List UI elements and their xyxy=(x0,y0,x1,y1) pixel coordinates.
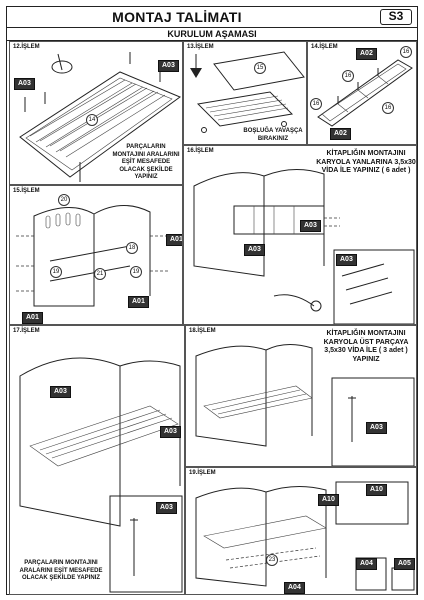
step-12-drawing xyxy=(19,52,182,182)
instruction-sheet: MONTAJ TALİMATI S3 KURULUM AŞAMASI 12.İŞ… xyxy=(6,6,418,595)
part-number: 16 xyxy=(310,98,322,110)
part-label-a01: A01 xyxy=(128,296,149,308)
step-13-panel: 13.İŞLEM 15 BOŞLUĞA YAVAŞÇA BIRAKINIZ xyxy=(183,41,307,145)
part-label-a10: A10 xyxy=(366,484,387,496)
part-number: 16 xyxy=(342,70,354,82)
header: MONTAJ TALİMATI S3 xyxy=(7,7,417,28)
step-18-caption: KİTAPLIĞIN MONTAJINI KARYOLA ÜST PARÇAYA… xyxy=(323,330,409,363)
part-label-a03: A03 xyxy=(244,244,265,256)
sheet-code: S3 xyxy=(380,9,412,25)
part-number: 15 xyxy=(254,62,266,74)
part-number: 20 xyxy=(58,194,70,206)
step-17-caption: PARÇALARIN MONTAJINI ARALARINI EŞİT MESA… xyxy=(19,560,103,581)
step-16-label: 16.İŞLEM xyxy=(187,148,214,154)
step-19-label: 19.İŞLEM xyxy=(189,470,216,476)
step-14-label: 14.İŞLEM xyxy=(311,44,338,50)
step-17-drawing xyxy=(19,357,183,593)
step-13-label: 13.İŞLEM xyxy=(187,44,214,50)
step-18-panel: 18.İŞLEM KİTAPLIĞIN MONTAJINI KARYOLA ÜS… xyxy=(185,325,417,467)
part-number: 18 xyxy=(126,242,138,254)
part-label-a01: A01 xyxy=(22,312,43,324)
step-15-panel: 15.İŞLEM 20 18 21 19 19 A01 A01 A01 xyxy=(9,185,183,325)
part-label-a03: A03 xyxy=(336,254,357,266)
part-number: 23 xyxy=(266,554,278,566)
page-title: MONTAJ TALİMATI xyxy=(112,9,242,25)
step-18-drawing xyxy=(195,344,415,466)
step-14-drawing xyxy=(317,59,413,127)
part-label-a03: A03 xyxy=(158,60,179,72)
step-16-drawing xyxy=(193,169,415,324)
step-14-panel: 14.İŞLEM A02 A02 16 16 16 16 xyxy=(307,41,417,145)
part-label-a03: A03 xyxy=(14,78,35,90)
part-number: 19 xyxy=(130,266,142,278)
part-label-a03: A03 xyxy=(300,220,321,232)
step-16-caption: KİTAPLIĞIN MONTAJINI KARYOLA YANLARINA 3… xyxy=(316,150,416,174)
step-12-panel: 12.İŞLEM A03 A03 14 PARÇALARIN MONTAJINI… xyxy=(9,41,183,185)
part-label-a03: A03 xyxy=(160,426,181,438)
step-18-label: 18.İŞLEM xyxy=(189,328,216,334)
part-label-a04: A04 xyxy=(284,582,305,594)
step-16-panel: 16.İŞLEM KİTAPLIĞIN MONTAJINI KARYOLA YA… xyxy=(183,145,417,325)
step-15-label: 15.İŞLEM xyxy=(13,188,40,194)
section-title: KURULUM AŞAMASI xyxy=(7,28,417,41)
step-19-panel: 19.İŞLEM A10 A10 A04 A04 A05 23 xyxy=(185,467,417,595)
step-15-drawing xyxy=(16,205,170,307)
step-17-panel: 17.İŞLEM A03 A03 A03 PARÇALARIN MONTAJIN… xyxy=(9,325,185,595)
step-17-label: 17.İŞLEM xyxy=(13,328,40,334)
part-number: 16 xyxy=(382,102,394,114)
part-label-a02: A02 xyxy=(356,48,377,60)
part-label-a02: A02 xyxy=(330,128,351,140)
part-number: 21 xyxy=(94,268,106,280)
part-label-a03: A03 xyxy=(156,502,177,514)
step-12-caption: PARÇALARIN MONTAJINI ARALARINI EŞİT MESA… xyxy=(112,144,180,180)
part-label-a03: A03 xyxy=(366,422,387,434)
part-label-a03: A03 xyxy=(50,386,71,398)
step-13-drawing xyxy=(190,51,305,133)
step-13-caption: BOŞLUĞA YAVAŞÇA BIRAKINIZ xyxy=(243,128,303,142)
part-number: 14 xyxy=(86,114,98,126)
part-number: 16 xyxy=(400,46,412,58)
part-label-a01: A01 xyxy=(166,234,182,246)
part-label-a04: A04 xyxy=(356,558,377,570)
step-12-label: 12.İŞLEM xyxy=(13,44,40,50)
part-number: 19 xyxy=(50,266,62,278)
part-label-a10: A10 xyxy=(318,494,339,506)
part-label-a05: A05 xyxy=(394,558,415,570)
